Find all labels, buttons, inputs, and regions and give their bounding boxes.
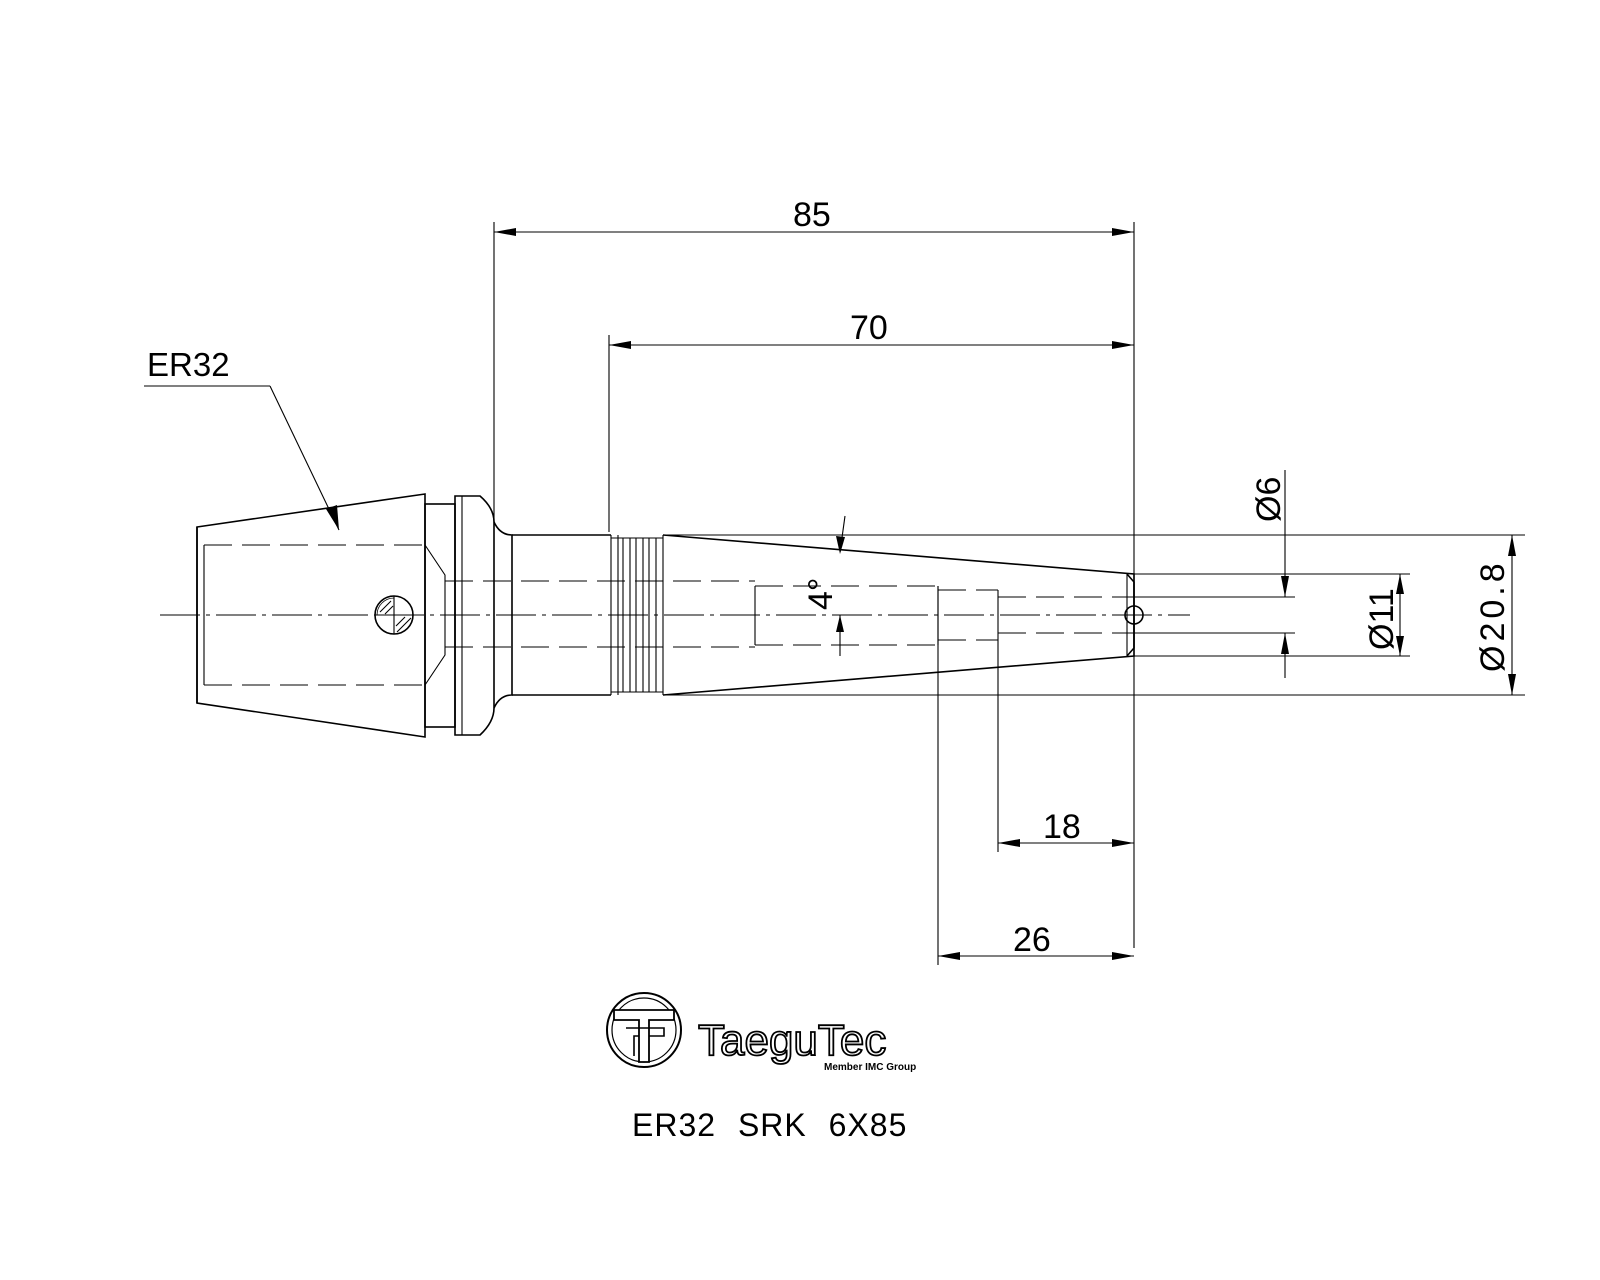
dim-diameters	[663, 470, 1525, 696]
dim-dia-small-text: Ø6	[1250, 477, 1288, 522]
dim-dia-large-text: Ø20.8	[1474, 559, 1512, 672]
hidden-bore-lines	[445, 580, 1134, 648]
brand-name: TaeguTec	[698, 1016, 886, 1065]
part-title: ER32 SRK 6X85	[632, 1107, 907, 1143]
dim-bore-depth-long	[937, 586, 1134, 965]
dim-bore-depth-long-text: 26	[1013, 921, 1051, 959]
dim-taper-length-text: 70	[850, 309, 888, 347]
dim-taper-length	[608, 335, 1134, 532]
collet-label: ER32	[147, 346, 230, 383]
collet-label-leader	[144, 385, 340, 531]
dim-overall-length-text: 85	[793, 196, 831, 234]
brand-tagline: Member IMC Group	[824, 1062, 916, 1073]
dim-overall-length	[493, 222, 1135, 948]
taegutec-logo: TaeguTec Member IMC Group	[606, 992, 916, 1073]
dim-bore-depth-short-text: 18	[1043, 808, 1081, 846]
dim-angle	[836, 515, 846, 656]
dim-bore-depth-short	[997, 640, 1134, 852]
dim-dia-mid-text: Ø11	[1363, 588, 1401, 650]
set-screw-icon	[374, 595, 414, 635]
dim-angle-text: 4°	[802, 577, 840, 610]
